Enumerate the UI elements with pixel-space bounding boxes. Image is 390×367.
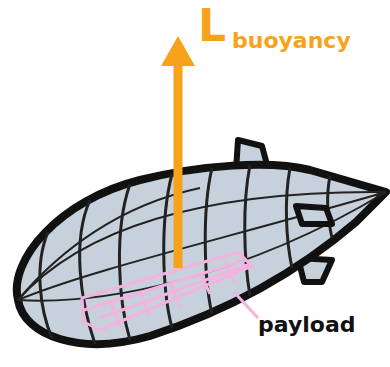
airship-hull [17, 165, 386, 344]
payload-edge [84, 260, 246, 310]
side-fin [296, 206, 332, 224]
payload-outline [82, 252, 252, 330]
force-symbol: L [198, 4, 226, 48]
rib [40, 232, 52, 338]
part-label: payload [258, 314, 356, 336]
payload-box [82, 252, 252, 330]
hull-stringers [18, 188, 386, 301]
force-arrow-shaft [174, 60, 183, 268]
leader-line [234, 292, 258, 318]
force-subscript: buoyancy [232, 30, 351, 52]
payload-hatch [110, 262, 234, 326]
force-arrow-head [161, 36, 195, 66]
